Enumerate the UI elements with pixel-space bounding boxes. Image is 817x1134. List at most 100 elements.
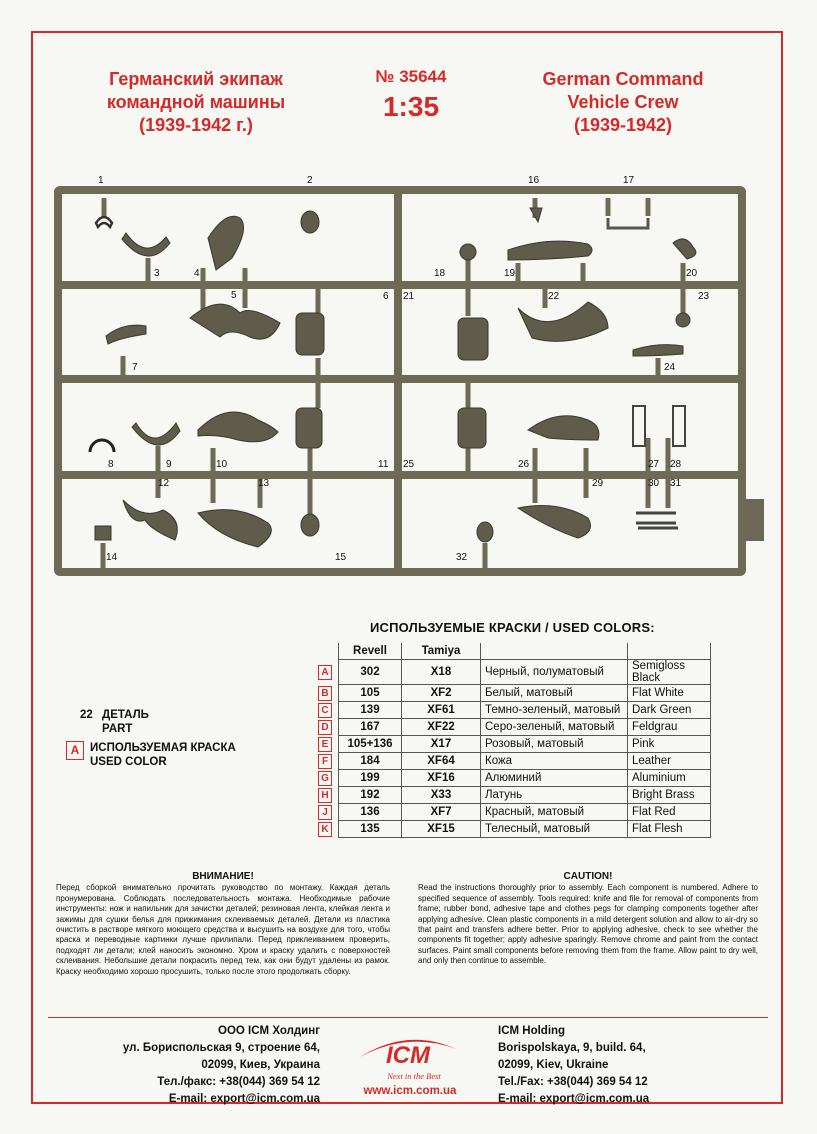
legend-color-en: USED COLOR xyxy=(90,756,167,768)
color-name-ru: Латунь xyxy=(480,786,628,804)
title-ru-line: (1939-1942 г.) xyxy=(139,115,253,135)
part-6-shape xyxy=(295,312,325,356)
part-label-22: 22 xyxy=(548,291,560,302)
color-code: J xyxy=(318,804,332,820)
footer-divider xyxy=(48,1017,768,1018)
color-name-ru: Розовый, матовый xyxy=(480,735,628,753)
tamiya-value: XF16 xyxy=(401,769,481,787)
part-label-16: 16 xyxy=(528,175,540,186)
color-name-en: Flat Red xyxy=(627,803,711,821)
part-label-7: 7 xyxy=(132,362,138,373)
part-4-shape xyxy=(207,215,245,271)
part-1-shape xyxy=(94,215,114,230)
color-name-ru: Красный, матовый xyxy=(480,803,628,821)
address-ru-line: 02099, Киев, Украина xyxy=(201,1059,320,1071)
part-13-shape xyxy=(197,509,272,548)
color-code: C xyxy=(318,702,332,718)
sprue-diagram: 1 2 3 4 5 6 7 8 9 10 11 12 13 14 15 16 1… xyxy=(48,168,768,593)
part-18-shape xyxy=(459,243,477,261)
color-name-en: Feldgrau xyxy=(627,718,711,736)
sprue-frame xyxy=(54,186,746,576)
part-label-29: 29 xyxy=(592,478,604,489)
colors-title: ИСПОЛЬЗУЕМЫЕ КРАСКИ / USED COLORS: xyxy=(370,620,655,635)
tamiya-value: X33 xyxy=(401,786,481,804)
color-code: F xyxy=(318,753,332,769)
tamiya-value: XF7 xyxy=(401,803,481,821)
part-27-shape xyxy=(632,405,646,447)
address-en-line: Borispolskaya, 9, build. 64, xyxy=(498,1042,646,1054)
part-19-shape xyxy=(507,240,593,261)
warning-en-text: Read the instructions thoroughly prior t… xyxy=(418,883,758,966)
color-name-en: Leather xyxy=(627,752,711,770)
part-32-shape xyxy=(476,521,494,543)
title-en-line: Vehicle Crew xyxy=(567,92,679,112)
tamiya-value: X17 xyxy=(401,735,481,753)
part-label-23: 23 xyxy=(698,291,710,302)
logo-slogan: Next in the Best xyxy=(386,1071,441,1081)
part-label-9: 9 xyxy=(166,459,172,470)
color-code-cell: J xyxy=(318,804,339,821)
color-name-en: Flat Flesh xyxy=(627,820,711,838)
part-29-shape xyxy=(516,505,591,539)
tamiya-value: X18 xyxy=(401,659,481,685)
address-ru-email[interactable]: E-mail: export@icm.com.ua xyxy=(168,1093,320,1105)
address-en-line: 02099, Kiev, Ukraine xyxy=(498,1059,609,1071)
revell-value: 167 xyxy=(338,718,402,736)
website-link[interactable]: www.icm.com.ua xyxy=(363,1085,457,1097)
color-name-ru: Темно-зеленый, матовый xyxy=(480,701,628,719)
address-en-email[interactable]: E-mail: export@icm.com.ua xyxy=(498,1093,650,1105)
revell-value: 135 xyxy=(338,820,402,838)
kit-number: № 35644 xyxy=(375,67,447,86)
part-17-shape xyxy=(606,218,650,230)
legend-part-ru: ДЕТАЛЬ xyxy=(102,709,149,721)
part-22-shape xyxy=(517,301,609,342)
title-russian: Германский экипаж командной машины (1939… xyxy=(62,68,330,137)
revell-value: 199 xyxy=(338,769,402,787)
part-label-12: 12 xyxy=(158,478,170,489)
part-7-shape xyxy=(105,324,147,345)
address-ru-line: Тел./факс: +38(044) 369 54 12 xyxy=(157,1076,320,1088)
color-name-en: Bright Brass xyxy=(627,786,711,804)
part-8-shape xyxy=(88,438,116,453)
color-code-cell: K xyxy=(318,821,339,838)
color-name-ru: Алюминий xyxy=(480,769,628,787)
color-name-ru: Белый, матовый xyxy=(480,684,628,702)
address-en-line: Tel./Fax: +38(044) 369 54 12 xyxy=(498,1076,648,1088)
title-english: German Command Vehicle Crew (1939-1942) xyxy=(492,68,754,137)
tamiya-value: XF22 xyxy=(401,718,481,736)
color-name-ru: Телесный, матовый xyxy=(480,820,628,838)
tamiya-value: XF64 xyxy=(401,752,481,770)
color-code-cell: C xyxy=(318,702,339,719)
color-code: G xyxy=(318,770,332,786)
part-25-shape xyxy=(457,407,487,449)
color-code-cell: D xyxy=(318,719,339,736)
logo-swoosh xyxy=(360,1039,456,1057)
part-3-shape xyxy=(121,232,171,257)
part-label-18: 18 xyxy=(434,268,446,279)
color-name-en: Flat White xyxy=(627,684,711,702)
revell-value: 136 xyxy=(338,803,402,821)
part-12-shape xyxy=(122,499,178,541)
color-name-en: Aluminium xyxy=(627,769,711,787)
part-label-28: 28 xyxy=(670,459,682,470)
part-28-shape xyxy=(672,405,686,447)
warning-russian: ВНИМАНИЕ! Перед сборкой внимательно проч… xyxy=(56,871,390,977)
part-label-11: 11 xyxy=(378,459,389,470)
color-code: K xyxy=(318,821,332,837)
part-label-2: 2 xyxy=(307,175,313,186)
title-ru-line: Германский экипаж xyxy=(109,69,283,89)
kit-number-block: № 35644 1:35 xyxy=(356,66,466,126)
title-en-line: German Command xyxy=(542,69,704,89)
legend-part-number: 22 xyxy=(80,709,93,721)
part-label-24: 24 xyxy=(664,362,676,373)
part-label-27: 27 xyxy=(648,459,660,470)
part-20-shape xyxy=(672,238,697,260)
title-ru-line: командной машины xyxy=(106,92,286,112)
tamiya-value: XF2 xyxy=(401,684,481,702)
